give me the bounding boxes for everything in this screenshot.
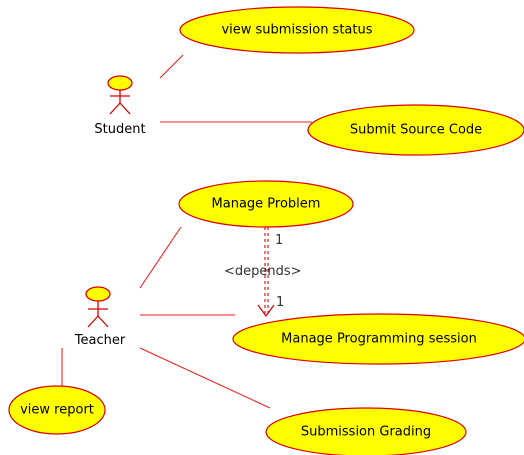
teacher-actor-icon <box>85 286 111 328</box>
use-case-manage-problem: Manage Problem <box>178 180 354 228</box>
svg-text:Submit Source Code: Submit Source Code <box>350 123 482 138</box>
assoc-teacher-manage-problem <box>139 226 182 289</box>
svg-text:Manage Problem: Manage Problem <box>212 197 321 212</box>
assoc-student-view-status <box>159 54 184 79</box>
svg-text:view report: view report <box>20 403 94 418</box>
use-case-view-submission-status: view submission status <box>179 6 415 54</box>
assoc-teacher-submission-grading <box>139 347 271 409</box>
dependency-arrow <box>257 227 275 318</box>
use-case-manage-programming-session: Manage Programming session <box>232 313 524 365</box>
dependency-stereotype: <depends> <box>224 264 302 279</box>
student-actor-label: Student <box>94 122 145 137</box>
svg-text:view submission status: view submission status <box>221 23 372 38</box>
dependency-source-multiplicity: 1 <box>275 233 283 248</box>
student-actor-icon <box>107 75 133 115</box>
svg-text:Manage Programming session: Manage Programming session <box>281 332 477 347</box>
teacher-actor-label: Teacher <box>74 333 126 348</box>
svg-text:Submission Grading: Submission Grading <box>301 425 431 440</box>
use-case-submit-source-code: Submit Source Code <box>307 104 524 156</box>
use-case-submission-grading: Submission Grading <box>265 407 467 455</box>
dependency-target-multiplicity: 1 <box>276 295 284 310</box>
use-case-view-report: view report <box>8 385 106 435</box>
